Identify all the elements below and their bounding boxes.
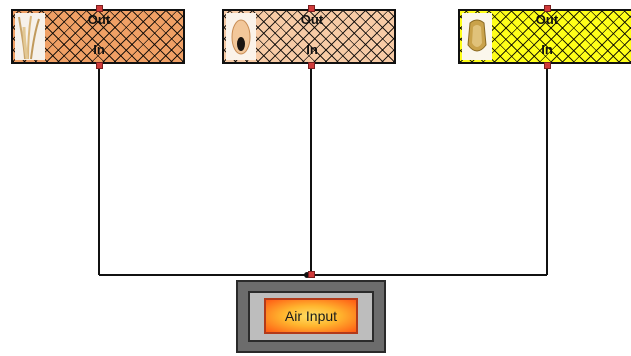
air-input-label: Air Input: [285, 308, 337, 324]
node-2-out-port[interactable]: [308, 5, 315, 12]
node-2[interactable]: Out In: [222, 9, 396, 64]
node-1-out-port[interactable]: [96, 5, 103, 12]
node-3-out-port[interactable]: [544, 5, 551, 12]
seed-icon: [226, 13, 256, 60]
node-1-in-port[interactable]: [96, 62, 103, 69]
node-2-in-port[interactable]: [308, 62, 315, 69]
air-input-node[interactable]: Air Input: [236, 280, 386, 353]
out-port-label: Out: [296, 12, 328, 27]
out-port-label: Out: [83, 12, 115, 27]
node-3-in-port[interactable]: [544, 62, 551, 69]
node-3[interactable]: Out In: [458, 9, 631, 64]
in-port-label: In: [296, 42, 328, 57]
in-port-label: In: [83, 42, 115, 57]
kernel-icon: [462, 13, 492, 60]
out-port-label: Out: [531, 12, 563, 27]
air-input-button[interactable]: Air Input: [264, 298, 358, 334]
in-port-label: In: [531, 42, 563, 57]
grass-icon: [15, 13, 45, 60]
node-1[interactable]: Out In: [11, 9, 185, 64]
input-out-port[interactable]: [308, 271, 315, 278]
air-input-frame: Air Input: [248, 291, 374, 342]
